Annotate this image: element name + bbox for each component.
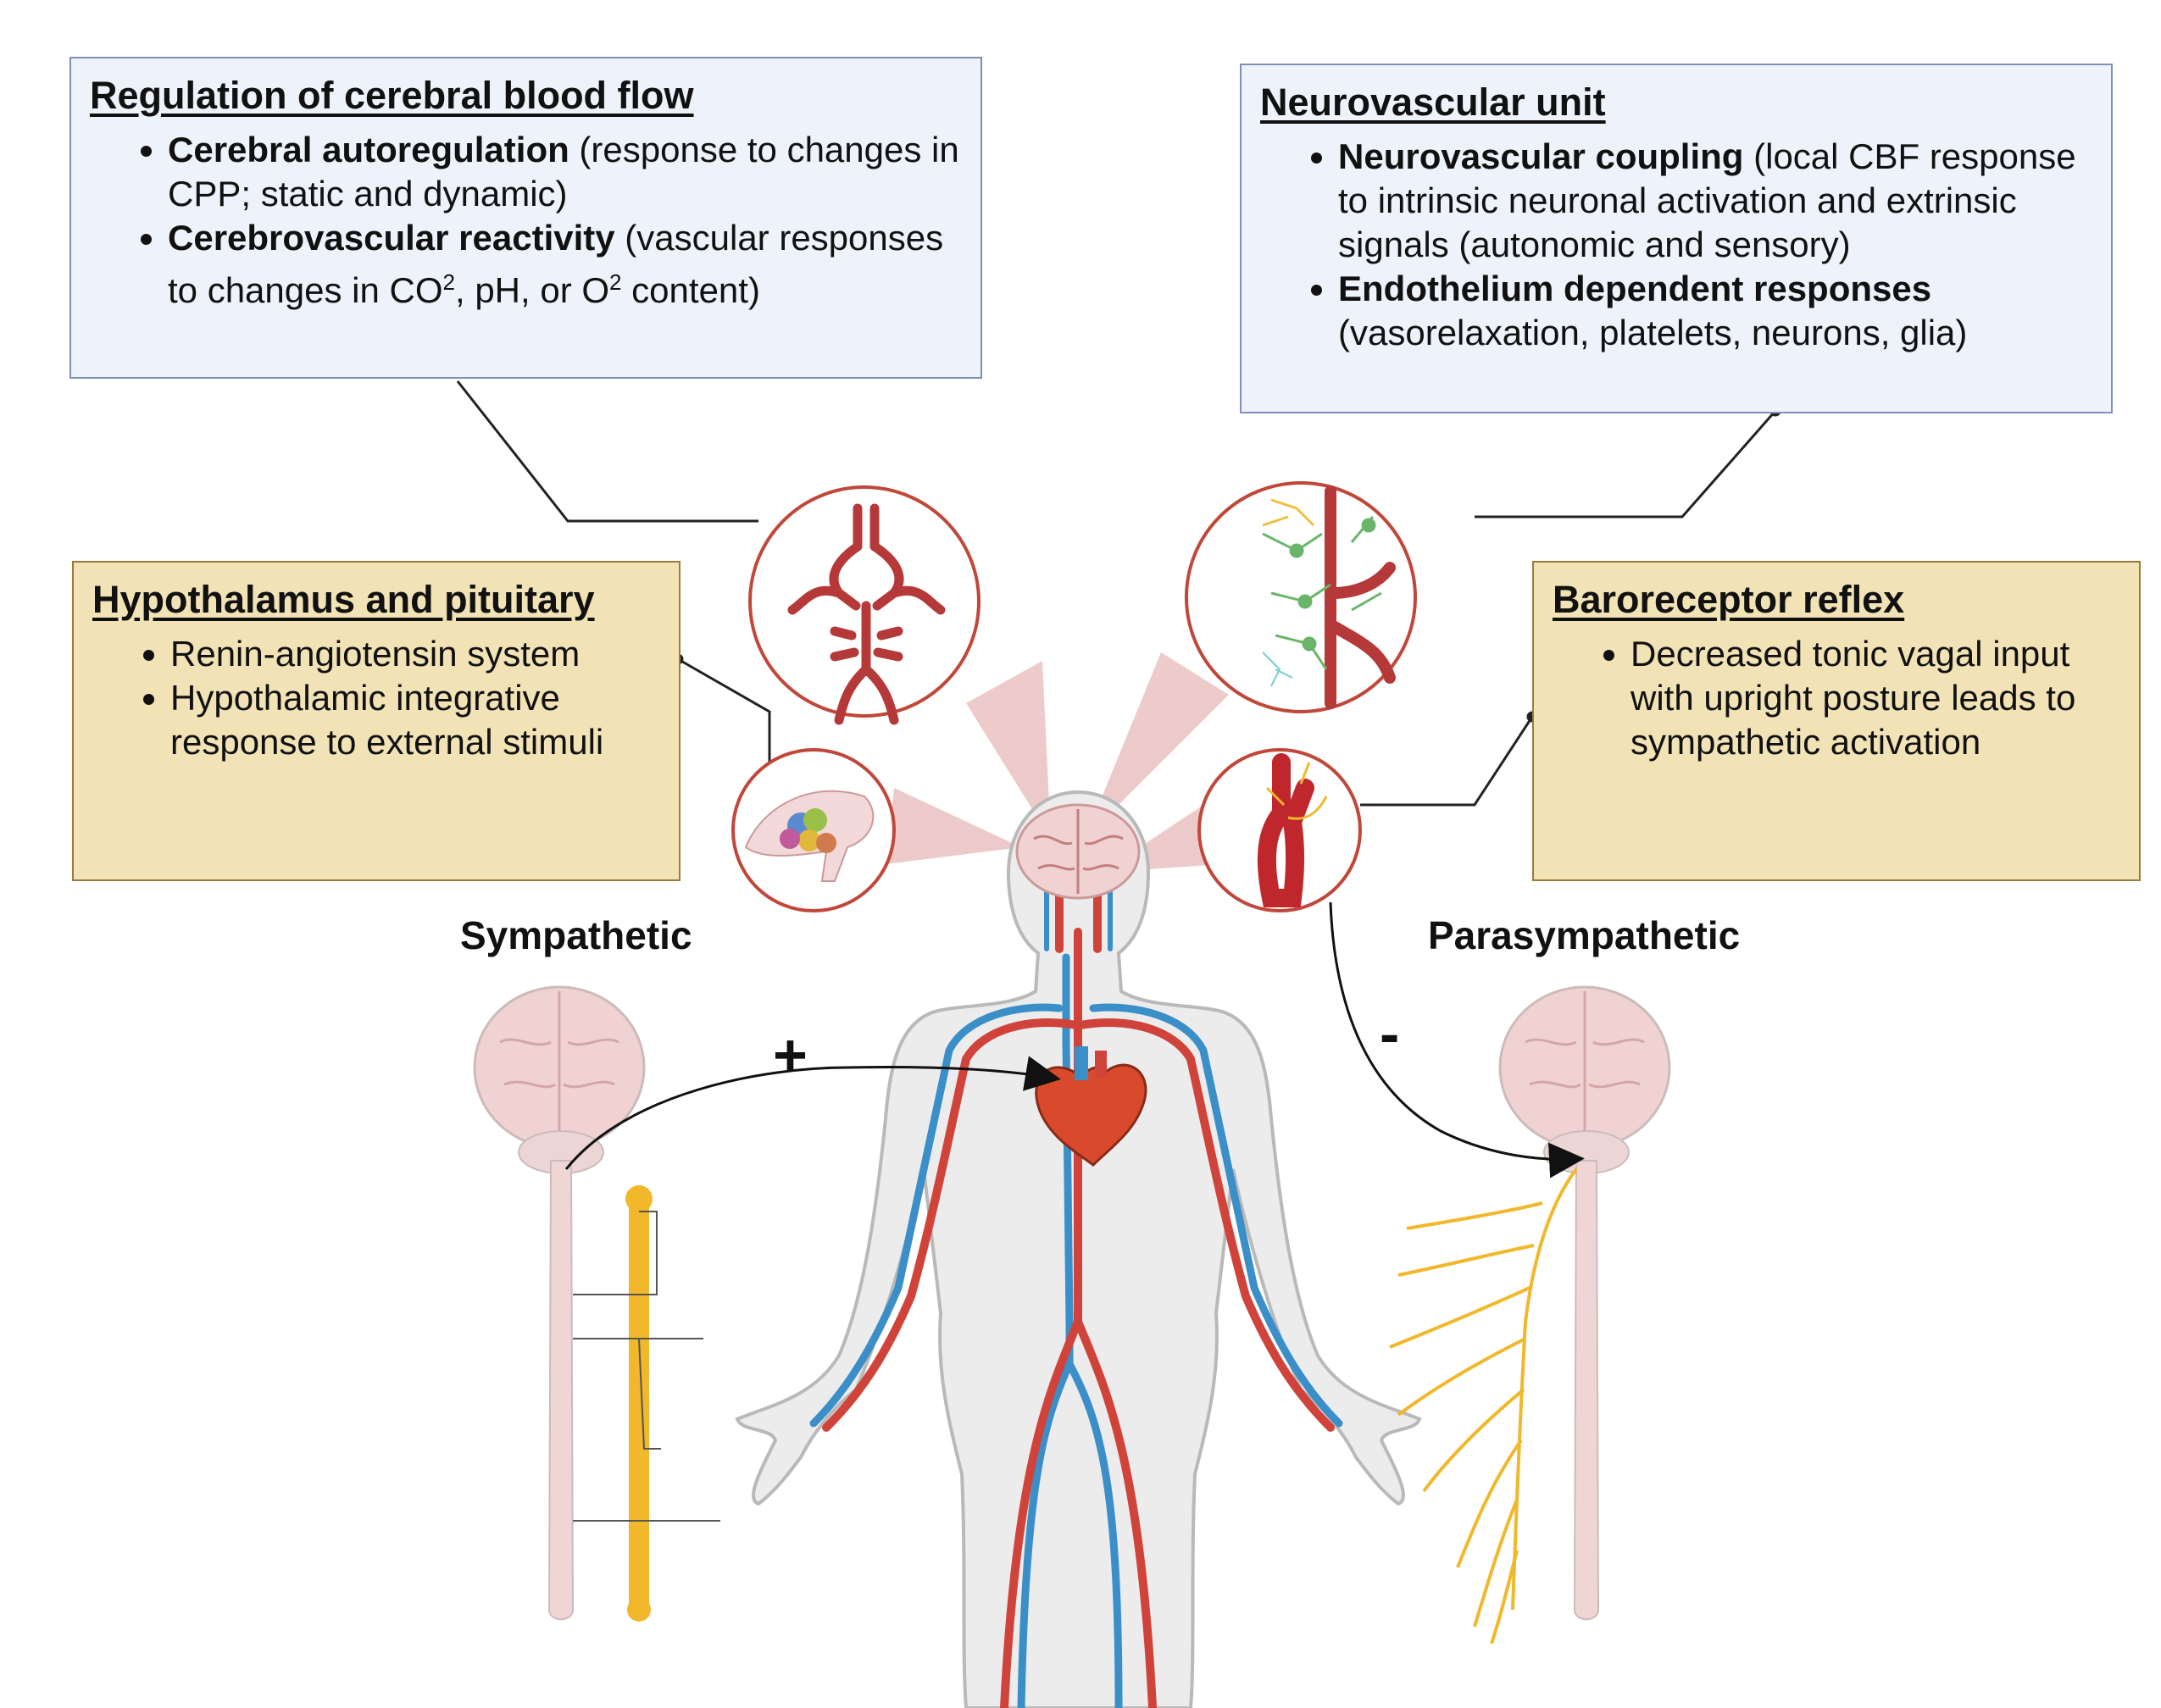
hypothalamus-inset — [731, 748, 896, 912]
cbf-regulation-box: Regulation of cerebral blood flow Cerebr… — [69, 57, 982, 379]
baroreceptor-box: Baroreceptor reflex Decreased tonic vaga… — [1532, 561, 2141, 881]
minus-sign: - — [1380, 1001, 1400, 1067]
nvu-item-coupling: Neurovascular coupling (local CBF respon… — [1338, 135, 2092, 267]
neurovascular-unit-title: Neurovascular unit — [1260, 80, 1606, 124]
baroreceptor-title: Baroreceptor reflex — [1553, 578, 1905, 621]
parasympathetic-label: Parasympathetic — [1428, 913, 1741, 957]
heart-icon — [1035, 1046, 1147, 1167]
vagus-nerve-branches — [1389, 1167, 1578, 1644]
sympathetic-arrow — [564, 1056, 1061, 1170]
neurovascular-inset — [1185, 481, 1417, 713]
sympathetic-label: Sympathetic — [460, 913, 692, 957]
hypo-item-renin: Renin-angiotensin system — [170, 632, 660, 676]
sympathetic-chain — [573, 1185, 720, 1622]
parasympathetic-arrow — [1329, 901, 1585, 1178]
cbf-regulation-title: Regulation of cerebral blood flow — [90, 74, 694, 117]
plus-sign: + — [773, 1022, 808, 1088]
hypo-item-integrative: Hypothalamic integrative response to ext… — [170, 676, 660, 764]
nvu-item-endothelium: Endothelium dependent responses (vasorel… — [1338, 267, 2092, 355]
cbf-item-autoregulation: Cerebral autoregulation (response to cha… — [168, 128, 962, 216]
hypothalamus-title: Hypothalamus and pituitary — [92, 578, 595, 621]
sympathetic-brain — [473, 985, 646, 1621]
neurovascular-unit-box: Neurovascular unit Neurovascular couplin… — [1240, 64, 2113, 413]
baro-item-vagal: Decreased tonic vagal input with upright… — [1630, 632, 2120, 764]
parasympathetic-brain — [1498, 985, 1671, 1621]
cbf-item-reactivity: Cerebrovascular reactivity (vascular res… — [168, 216, 962, 313]
arrows — [564, 901, 1585, 1178]
circle-of-willis-inset — [748, 485, 981, 725]
baroreceptor-inset — [1197, 748, 1362, 912]
hypothalamus-box: Hypothalamus and pituitary Renin-angiote… — [72, 561, 681, 881]
head-brain — [1015, 803, 1141, 900]
